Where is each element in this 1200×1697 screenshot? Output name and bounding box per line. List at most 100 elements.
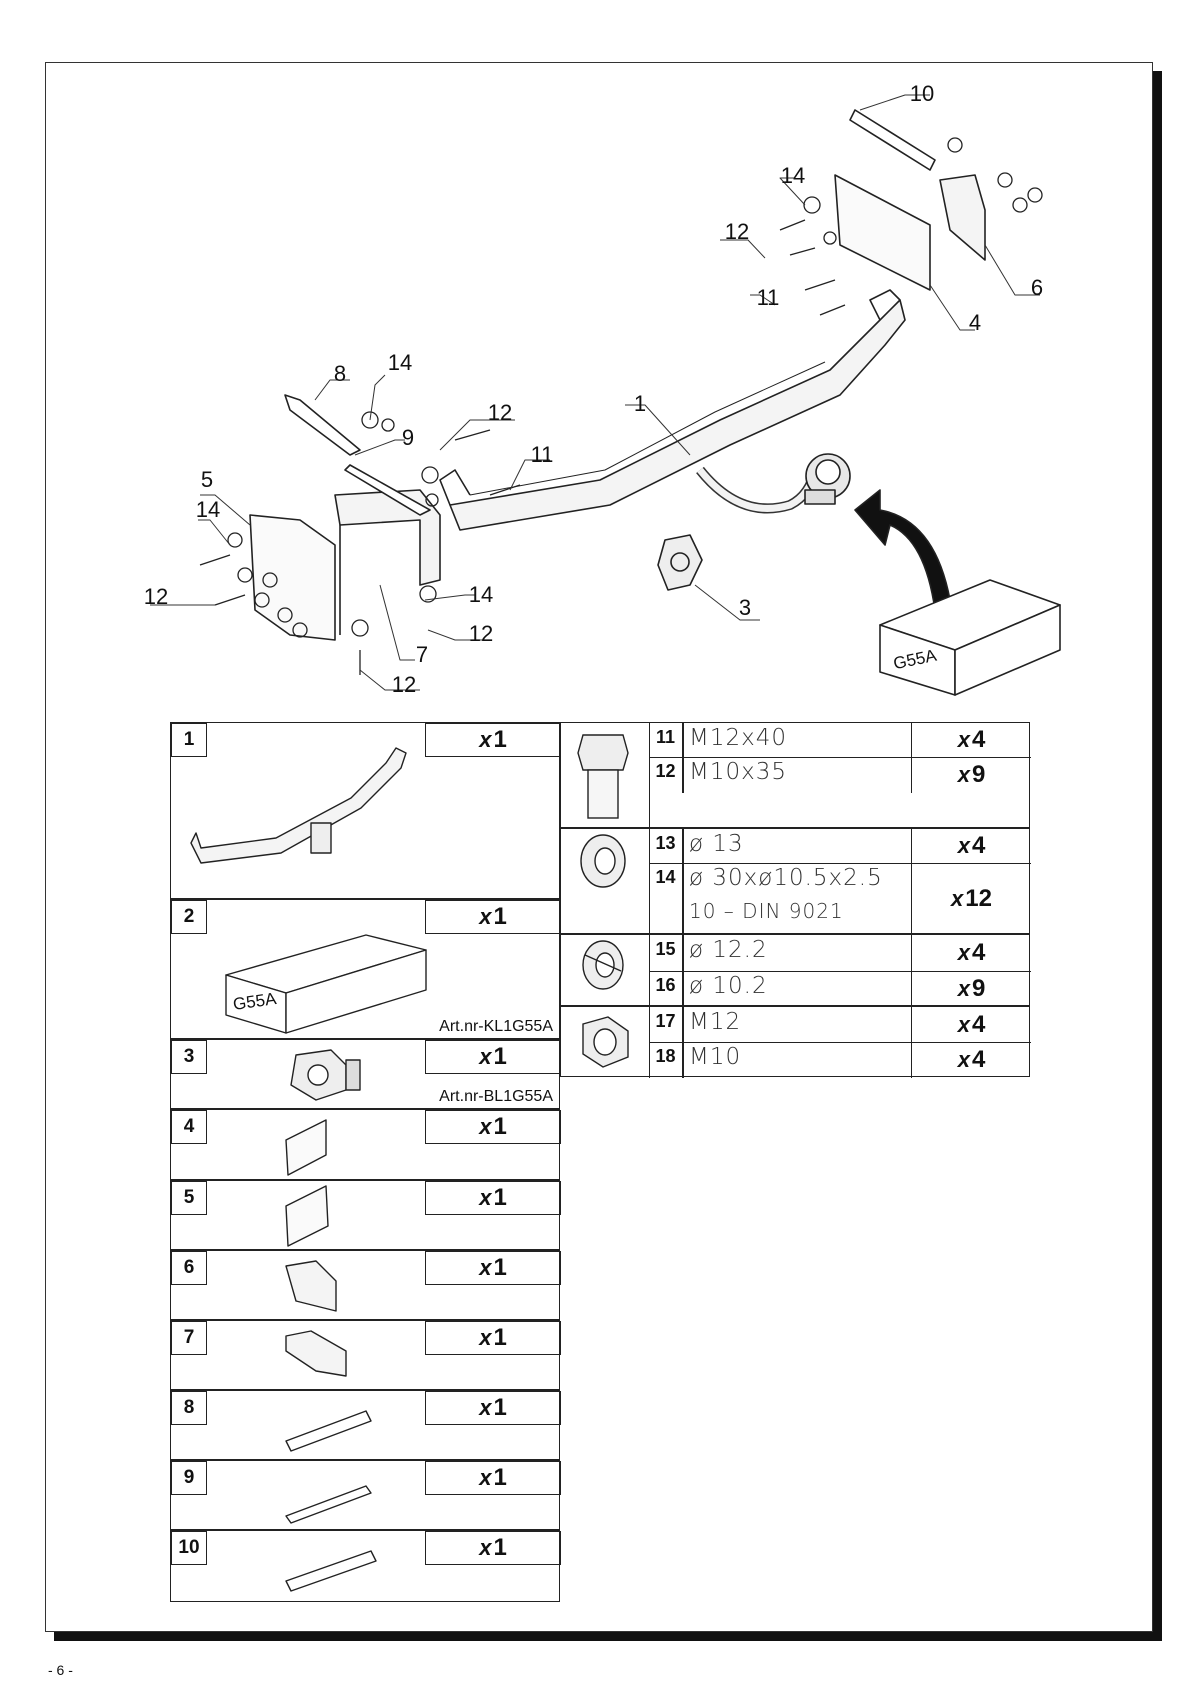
part-number: 6 bbox=[171, 1251, 207, 1285]
qty-multiplier: x bbox=[957, 940, 970, 965]
qty-value: 1 bbox=[493, 1113, 507, 1140]
part-drawing bbox=[285, 1185, 329, 1247]
callout-label: 12 bbox=[724, 219, 750, 244]
callout-label: 14 bbox=[468, 582, 494, 607]
bracket-part-7 bbox=[334, 489, 441, 586]
callout-label: 3 bbox=[738, 595, 752, 620]
hardware-number: 17 bbox=[649, 1007, 683, 1042]
part-drawing bbox=[285, 1550, 377, 1592]
box-icon bbox=[879, 579, 1061, 696]
part-number: 2 bbox=[171, 900, 207, 934]
qty-multiplier: x bbox=[479, 1535, 492, 1560]
part-number: 10 bbox=[171, 1531, 207, 1565]
qty-value: 1 bbox=[493, 1464, 507, 1491]
qty-value: 1 bbox=[493, 1394, 507, 1421]
hardware-spec: ø 13 bbox=[689, 831, 744, 857]
part-number: 5 bbox=[171, 1181, 207, 1215]
qty-value: 4 bbox=[971, 832, 986, 859]
qty-multiplier: x bbox=[479, 1255, 492, 1280]
hardware-number: 12 bbox=[649, 757, 683, 793]
nut-icon bbox=[582, 1016, 629, 1068]
qty-value: 1 bbox=[493, 726, 507, 753]
tow-ball-icon bbox=[696, 453, 851, 514]
part-drawing bbox=[285, 1410, 372, 1452]
qty-value: 9 bbox=[971, 761, 986, 788]
qty-multiplier: x bbox=[479, 1114, 492, 1139]
qty-multiplier: x bbox=[479, 1395, 492, 1420]
crossbar-part-1 bbox=[449, 299, 906, 531]
part-drawing bbox=[285, 1119, 327, 1176]
qty-multiplier: x bbox=[479, 1044, 492, 1069]
qty-multiplier: x bbox=[479, 904, 492, 929]
hardware-number: 13 bbox=[649, 829, 683, 863]
strip-part-10 bbox=[849, 109, 936, 171]
callout-label: 5 bbox=[200, 467, 214, 492]
callout-label: 12 bbox=[143, 584, 169, 609]
part-number: 3 bbox=[171, 1040, 207, 1074]
strip-part-8 bbox=[284, 394, 361, 456]
hardware-number: 15 bbox=[649, 935, 683, 971]
callout-label: 12 bbox=[487, 400, 513, 425]
article-number: Art.nr-KL1G55A bbox=[439, 1018, 553, 1035]
hardware-number: 11 bbox=[649, 723, 683, 757]
socket-plate-part-3 bbox=[657, 534, 703, 591]
hardware-spec: M12x40 bbox=[689, 725, 787, 751]
callout-label: 12 bbox=[391, 672, 417, 697]
hardware-spec: ø 10.2 bbox=[689, 973, 768, 999]
qty-multiplier: x bbox=[479, 1185, 492, 1210]
bolt-icon bbox=[577, 734, 629, 819]
hardware-number: 18 bbox=[649, 1042, 683, 1078]
callout-label: 11 bbox=[756, 285, 780, 310]
qty-multiplier: x bbox=[479, 1465, 492, 1490]
callout-label: 6 bbox=[1030, 275, 1044, 300]
part-drawing bbox=[285, 1485, 372, 1524]
spring-icon bbox=[582, 940, 624, 990]
part-number: 4 bbox=[171, 1110, 207, 1144]
qty-value: 1 bbox=[493, 1324, 507, 1351]
part-drawing bbox=[285, 1260, 337, 1312]
qty-multiplier: x bbox=[957, 727, 970, 752]
part-number: 1 bbox=[171, 723, 207, 757]
qty-value: 4 bbox=[971, 1010, 986, 1038]
qty-value: 12 bbox=[965, 885, 992, 912]
qty-value: 1 bbox=[493, 903, 507, 930]
washer-icon bbox=[580, 834, 626, 888]
hardware-spec: ø 30xø10.5x2.5 bbox=[689, 865, 883, 891]
side-plate-part-5 bbox=[249, 514, 336, 641]
callout-label: 14 bbox=[195, 497, 221, 522]
callout-label: 14 bbox=[780, 163, 806, 188]
qty-multiplier: x bbox=[957, 976, 970, 1001]
qty-multiplier: x bbox=[957, 1047, 970, 1072]
side-plate-part-4 bbox=[834, 174, 931, 291]
page-number: - 6 - bbox=[48, 1662, 73, 1678]
part-drawing bbox=[290, 1049, 361, 1101]
hardware-number: 14 bbox=[649, 863, 683, 935]
qty-multiplier: x bbox=[957, 762, 970, 787]
hardware-spec: M10x35 bbox=[689, 759, 787, 785]
